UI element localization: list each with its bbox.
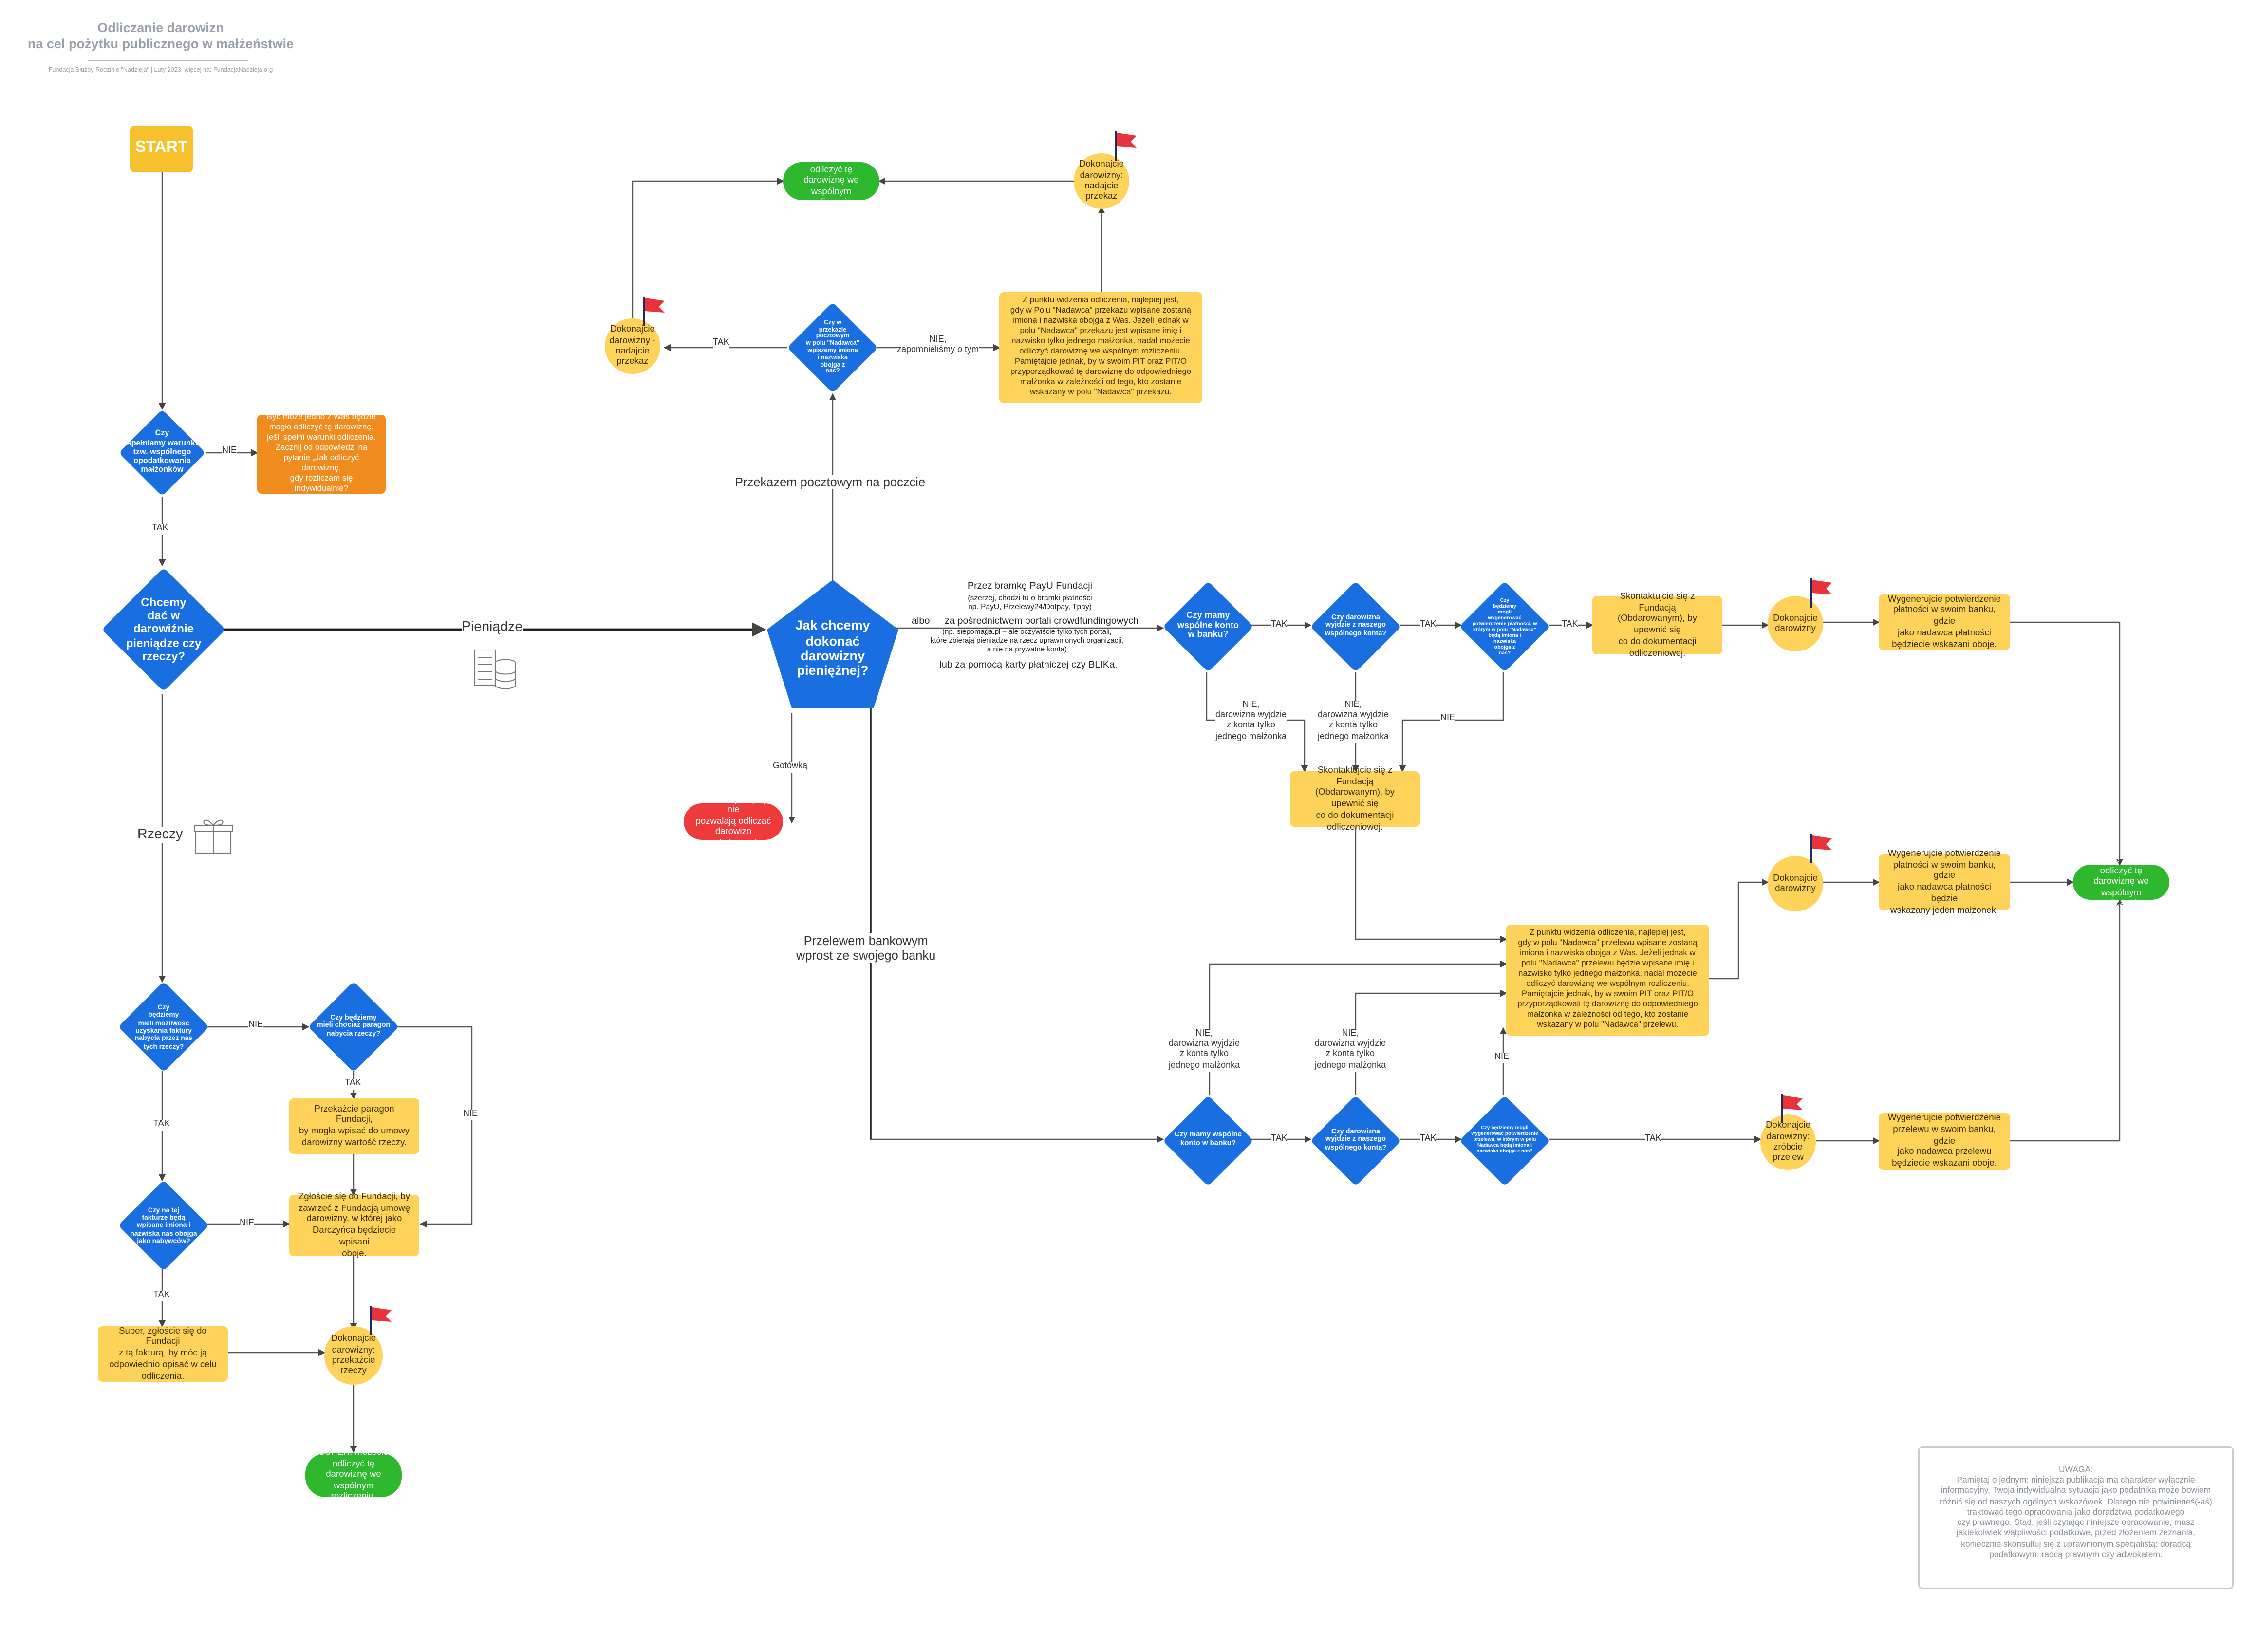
decision-from-joint-2: Czy darowizna wyjdzie z naszego wspólneg… [1310,1095,1401,1187]
flag-icon [643,297,665,326]
generate-payment-one-box: Wygenerujcie potwierdzenie płatności w s… [1879,848,2010,915]
edge-label-yes: TAK [153,1120,170,1131]
payu-note: (szerzej, chodzi tu o bramki płatności n… [968,594,1092,613]
albo-label: albo [912,616,930,627]
cash-not-allowed-end: Obecnie przepisy nie pozwalają odliczać … [684,795,783,848]
success-end-top: SUPER! Możecie odliczyć tę darowiznę we … [783,154,879,207]
decision-joint-taxation: Czy spełniamy warunki tzw. wspólnego opo… [118,409,206,497]
decision-payer-names: Czy będziemy mogli wygenerować potwierdz… [1459,581,1550,672]
edge-label-yes: TAK [1562,621,1578,631]
donate-circle-2: Dokonajcie darowizny [1768,856,1823,911]
generate-transfer-both-box: Wygenerujcie potwierdzenie przelewu w sw… [1879,1113,2010,1170]
edge-label-no: NIE [248,1021,263,1032]
flag-icon [370,1306,392,1335]
decision-joint-account-1: Czy mamy wspólne konto w banku? [1162,581,1254,672]
success-end-bottom: SUPER! Możecie odliczyć tę darowiznę we … [305,1448,402,1502]
goods-circle: Dokonajcie darowizny: przekażcie rzeczy [324,1326,383,1385]
edge-label-no-single: NIE, darowizna wyjdzie z konta tylko jed… [1318,701,1389,743]
flag-icon [1781,1094,1803,1123]
edge-label-yes: TAK [1420,621,1437,631]
disclaimer-title: UWAGA: [2059,1466,2093,1475]
edge-label-no: NIE [1494,1053,1510,1064]
edge-label-no-single: NIE, darowizna wyjdzie z konta tylko jed… [1169,1030,1240,1072]
edge-label-no: NIE [1440,714,1456,725]
decision-money-or-goods: Chcemy dać w darowiźnie pieniądze czy rz… [101,565,226,694]
edge-label-no: NIE [463,1110,478,1121]
receipt-info-box: Przekażcie paragon Fundacji, by mogła wp… [289,1098,419,1154]
edge-label-yes: TAK [713,339,729,350]
edge-label-postal: Przekazem pocztowym na poczcie [735,475,926,490]
edge-label-no: NIE [240,1220,255,1230]
decision-postal-names: Czy w przekazie pocztowym w polu "Nadawc… [787,301,878,394]
decision-joint-account-2: Czy mamy wspólne konto w banku? [1162,1095,1254,1187]
disclaimer-note: UWAGA: Pamiętaj o jednym: niniejsza publ… [1918,1446,2234,1589]
decision-how-money: Jak chcemy dokonać darowizny pieniężnej? [764,577,901,711]
contract-box: Zgłoście się do Fundacji, by zawrzeć z F… [289,1191,419,1259]
decision-receipt: Czy będziemy mieli chociaż paragon nabyc… [308,981,399,1073]
crowdfunding-note: (np. siepomaga.pl – ale oczywiście tylko… [930,628,1124,654]
decision-invoice-names: Czy na tej fakturze będą wpisane imiona … [118,1180,209,1271]
edge-label-no-single: NIE, darowizna wyjdzie z konta tylko jed… [1315,1030,1386,1072]
blik-label: lub za pomocą karty płatniczej czy BLIKa… [939,660,1118,670]
page-subtitle: Fundacja Służby Rodzinie "Nadzieja" | Lu… [48,66,273,73]
payu-label: Przez bramkę PayU Fundacji [967,581,1093,592]
title-divider [88,60,248,61]
edge-label-goods: Rzeczy [137,827,183,844]
edge-label-yes: TAK [153,1291,170,1302]
edge-label-no-single: NIE, darowizna wyjdzie z konta tylko jed… [1215,701,1287,743]
edge-label-no-forgot: NIE, zapomnieliśmy o tym [897,336,979,357]
coins-icon [474,649,517,689]
postal-send-circle-top: Dokonajcie darowizny: nadajcie przekaz [1074,153,1129,209]
contact-foundation-box-2: Skontaktujcie się z Fundacją (Obdarowany… [1290,765,1420,832]
transfer-info-box: Z punktu widzenia odliczenia, najlepiej … [1506,925,1709,1036]
edge-label-yes: TAK [1645,1135,1661,1146]
flag-icon [1810,834,1832,863]
edge-label-cash: Gotówką [773,762,808,773]
generate-payment-both-box: Wygenerujcie potwierdzenie płatności w s… [1879,594,2010,650]
edge-label-yes: TAK [345,1079,361,1090]
edge-label-yes: TAK [1420,1135,1437,1146]
crowdfunding-label: za pośrednictwem portali crowdfundingowy… [944,616,1139,627]
donate-circle-1: Dokonajcie darowizny [1768,596,1823,651]
flag-icon [1115,131,1137,161]
postal-send-circle-left: Dokonajcie darowizny - nadajcie przekaz [605,318,660,374]
contact-foundation-box-1: Skontaktujcie się z Fundacją (Obdarowany… [1592,591,1722,658]
page-title: Odliczanie darowizn na cel pożytku publi… [27,20,294,51]
decision-invoice-possible: Czy będziemy mieli możliwość uzyskania f… [118,981,209,1073]
decision-transfer-names: Czy będziemy mogli wygenerować potwierdz… [1459,1095,1550,1187]
start-node: START [130,126,193,172]
flag-icon [1810,578,1832,608]
edge-label-bank-transfer: Przelewem bankowym wprost ze swojego ban… [796,933,936,964]
edge-label-money: Pieniądze [462,619,523,636]
disclaimer-body: Pamiętaj o jednym: niniejsza publikacja … [1940,1477,2212,1560]
edge-label-yes: TAK [1271,621,1288,631]
transfer-circle: Dokonajcie darowizny: zróbcie przelew [1760,1114,1816,1170]
success-end-right: SUPER! Możecie odliczyć tę darowiznę we … [2073,855,2169,909]
gift-icon [193,819,233,854]
decision-from-joint-1: Czy darowizna wyjdzie z naszego wspólneg… [1310,581,1401,672]
edge-label-yes: TAK [152,524,168,535]
edge-label-yes: TAK [1271,1135,1288,1146]
postal-info-box: Z punktu widzenia odliczenia, najlepiej … [999,292,1202,403]
invoice-ok-box: Super, zgłoście się do Fundacji z tą fak… [98,1326,228,1382]
not-eligible-box: Być może jedno z Was będzie mogło odlicz… [257,413,386,494]
edge-label-no: NIE [222,447,237,458]
